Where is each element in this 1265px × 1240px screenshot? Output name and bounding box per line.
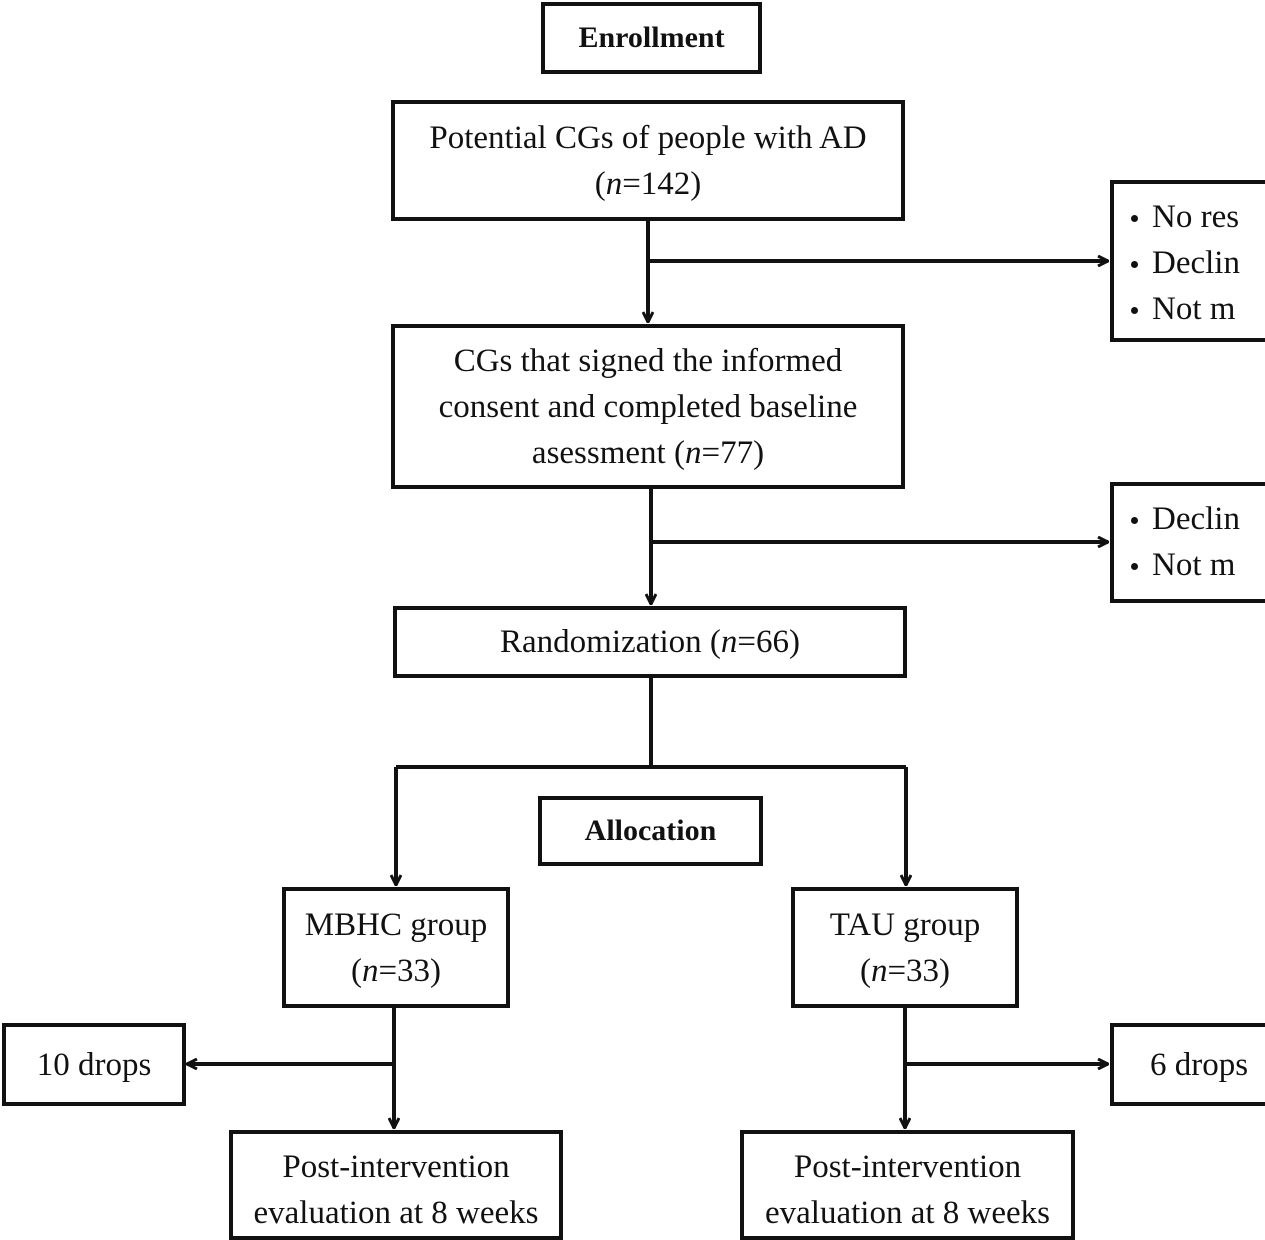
allocation-label-text: Allocation <box>584 814 717 847</box>
post-right-line1: Post-intervention <box>793 1149 1022 1185</box>
post-left-line1: Post-intervention <box>282 1149 510 1185</box>
potential-cgs-count: (n=142) <box>594 165 702 202</box>
post-intervention-left-box: Post-intervention evaluation at 8 weeks <box>229 1130 563 1240</box>
drops-right-text: 6 drops <box>1150 1046 1249 1083</box>
exclusion-box-1: No res Declin Not m <box>1110 180 1265 342</box>
drops-left-box: 10 drops <box>2 1023 186 1106</box>
consented-line2: consent and completed baseline <box>438 388 858 425</box>
mbhc-group-count: (n=33) <box>350 952 442 989</box>
mbhc-group-line1: MBHC group <box>304 906 488 943</box>
exclusion-box-2: Declin Not m <box>1110 482 1265 603</box>
consented-line1: CGs that signed the informed <box>453 342 843 379</box>
enrollment-label: Enrollment <box>541 2 762 74</box>
potential-cgs-box: Potential CGs of people with AD (n=142) <box>391 100 905 221</box>
tau-group-count: (n=33) <box>859 952 951 989</box>
flow-connectors <box>0 219 1265 1214</box>
enrollment-label-text: Enrollment <box>578 21 725 54</box>
potential-cgs-line1: Potential CGs of people with AD <box>429 119 867 156</box>
exclusion-1-item: No res <box>1131 194 1240 240</box>
exclusion-list-1: No res Declin Not m <box>1131 194 1240 332</box>
exclusion-2-item: Not m <box>1131 542 1240 588</box>
post-left-line2: evaluation at 8 weeks <box>253 1195 539 1231</box>
exclusion-1-item: Declin <box>1131 240 1240 286</box>
consented-cgs-box: CGs that signed the informed consent and… <box>391 324 905 489</box>
post-intervention-right-box: Post-intervention evaluation at 8 weeks <box>740 1130 1075 1240</box>
consented-line3: asessment (n=77) <box>531 434 765 471</box>
tau-group-line1: TAU group <box>829 906 981 943</box>
exclusion-list-2: Declin Not m <box>1131 496 1240 588</box>
randomization-text: Randomization (n=66) <box>500 624 800 660</box>
exclusion-2-item: Declin <box>1131 496 1240 542</box>
post-right-line2: evaluation at 8 weeks <box>765 1195 1050 1231</box>
allocation-label: Allocation <box>538 796 763 866</box>
drops-left-text: 10 drops <box>36 1046 152 1083</box>
mbhc-group-box: MBHC group (n=33) <box>282 887 510 1008</box>
exclusion-1-item: Not m <box>1131 286 1240 332</box>
tau-group-box: TAU group (n=33) <box>791 887 1019 1008</box>
drops-right-box: 6 drops <box>1110 1023 1265 1106</box>
randomization-box: Randomization (n=66) <box>393 606 907 678</box>
